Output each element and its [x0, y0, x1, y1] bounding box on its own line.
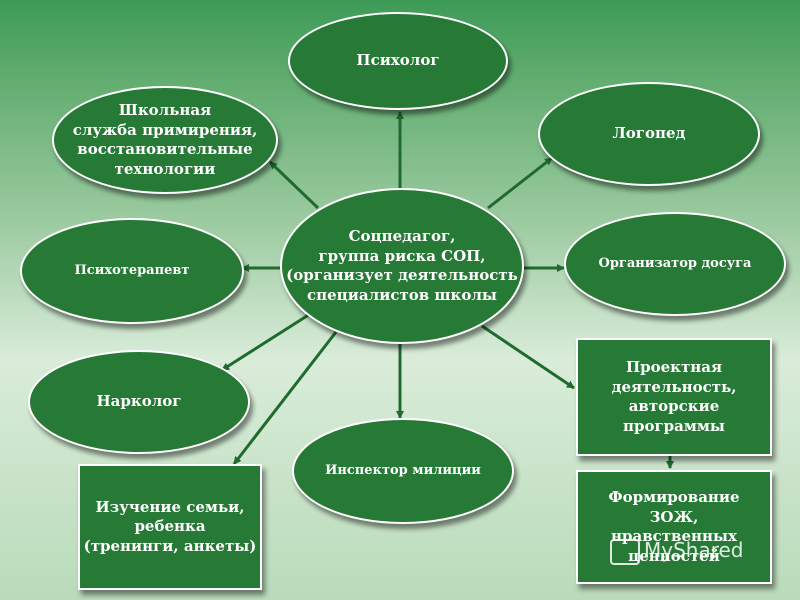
node-family-study-label: Изучение семьи, ребенка (тренинги, анкет… — [83, 497, 257, 555]
node-leisure-organizer-label: Организатор досуга — [598, 255, 752, 271]
node-project-activity-label: Проектная деятельность, авторские програ… — [611, 358, 737, 435]
arrow-to-narcologist — [221, 312, 311, 372]
node-speech-therapist: Логопед — [538, 82, 760, 186]
node-psychologist: Психолог — [288, 12, 508, 110]
node-leisure-organizer: Организатор досуга — [564, 212, 786, 316]
arrow-to-project-activity — [481, 324, 575, 390]
node-police-inspector-label: Инспектор милиции — [325, 462, 481, 478]
node-family-study: Изучение семьи, ребенка (тренинги, анкет… — [78, 464, 262, 590]
node-psychotherapist-label: Психотерапевт — [74, 262, 190, 278]
node-healthy-lifestyle-label: Формирование ЗОЖ, нравственных ценностей — [608, 488, 740, 565]
arrow-to-reconciliation-service — [268, 160, 320, 210]
node-narcologist: Нарколог — [28, 350, 250, 454]
node-center-social-pedagogue: Соцпедагог, группа риска СОП, (организуе… — [280, 188, 524, 344]
node-center-label: Соцпедагог, группа риска СОП, (организуе… — [286, 227, 518, 304]
node-narcologist-label: Нарколог — [96, 392, 182, 411]
node-reconciliation-service-label: Школьная служба примирения, восстановите… — [72, 101, 258, 178]
node-healthy-lifestyle: Формирование ЗОЖ, нравственных ценностей — [576, 470, 772, 584]
node-reconciliation-service: Школьная служба примирения, восстановите… — [52, 86, 278, 194]
watermark: MyShared — [610, 538, 744, 565]
arrow-to-speech-therapist — [487, 156, 553, 210]
arrow-to-family-study — [232, 331, 338, 465]
watermark-logo-icon — [610, 538, 640, 565]
node-project-activity: Проектная деятельность, авторские програ… — [576, 338, 772, 456]
node-psychologist-label: Психолог — [356, 51, 440, 70]
watermark-text: MyShared — [644, 538, 744, 562]
node-speech-therapist-label: Логопед — [612, 124, 686, 143]
node-police-inspector: Инспектор милиции — [292, 418, 514, 524]
node-psychotherapist: Психотерапевт — [20, 218, 244, 324]
